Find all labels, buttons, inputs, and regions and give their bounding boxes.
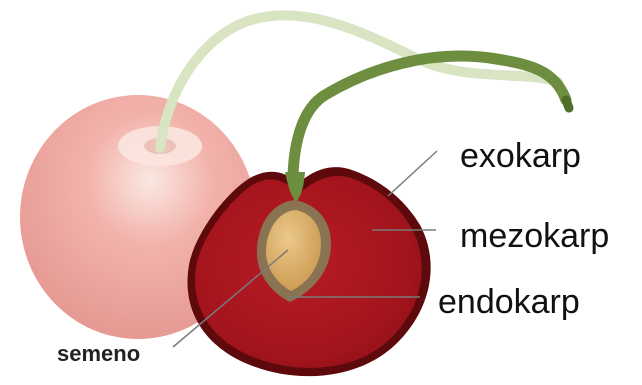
label-exocarp: exokarp xyxy=(460,139,581,173)
label-seed: semeno xyxy=(57,343,140,365)
leader-exocarp xyxy=(388,151,437,196)
label-endocarp: endokarp xyxy=(438,285,580,319)
label-mesocarp: mezokarp xyxy=(460,219,609,253)
